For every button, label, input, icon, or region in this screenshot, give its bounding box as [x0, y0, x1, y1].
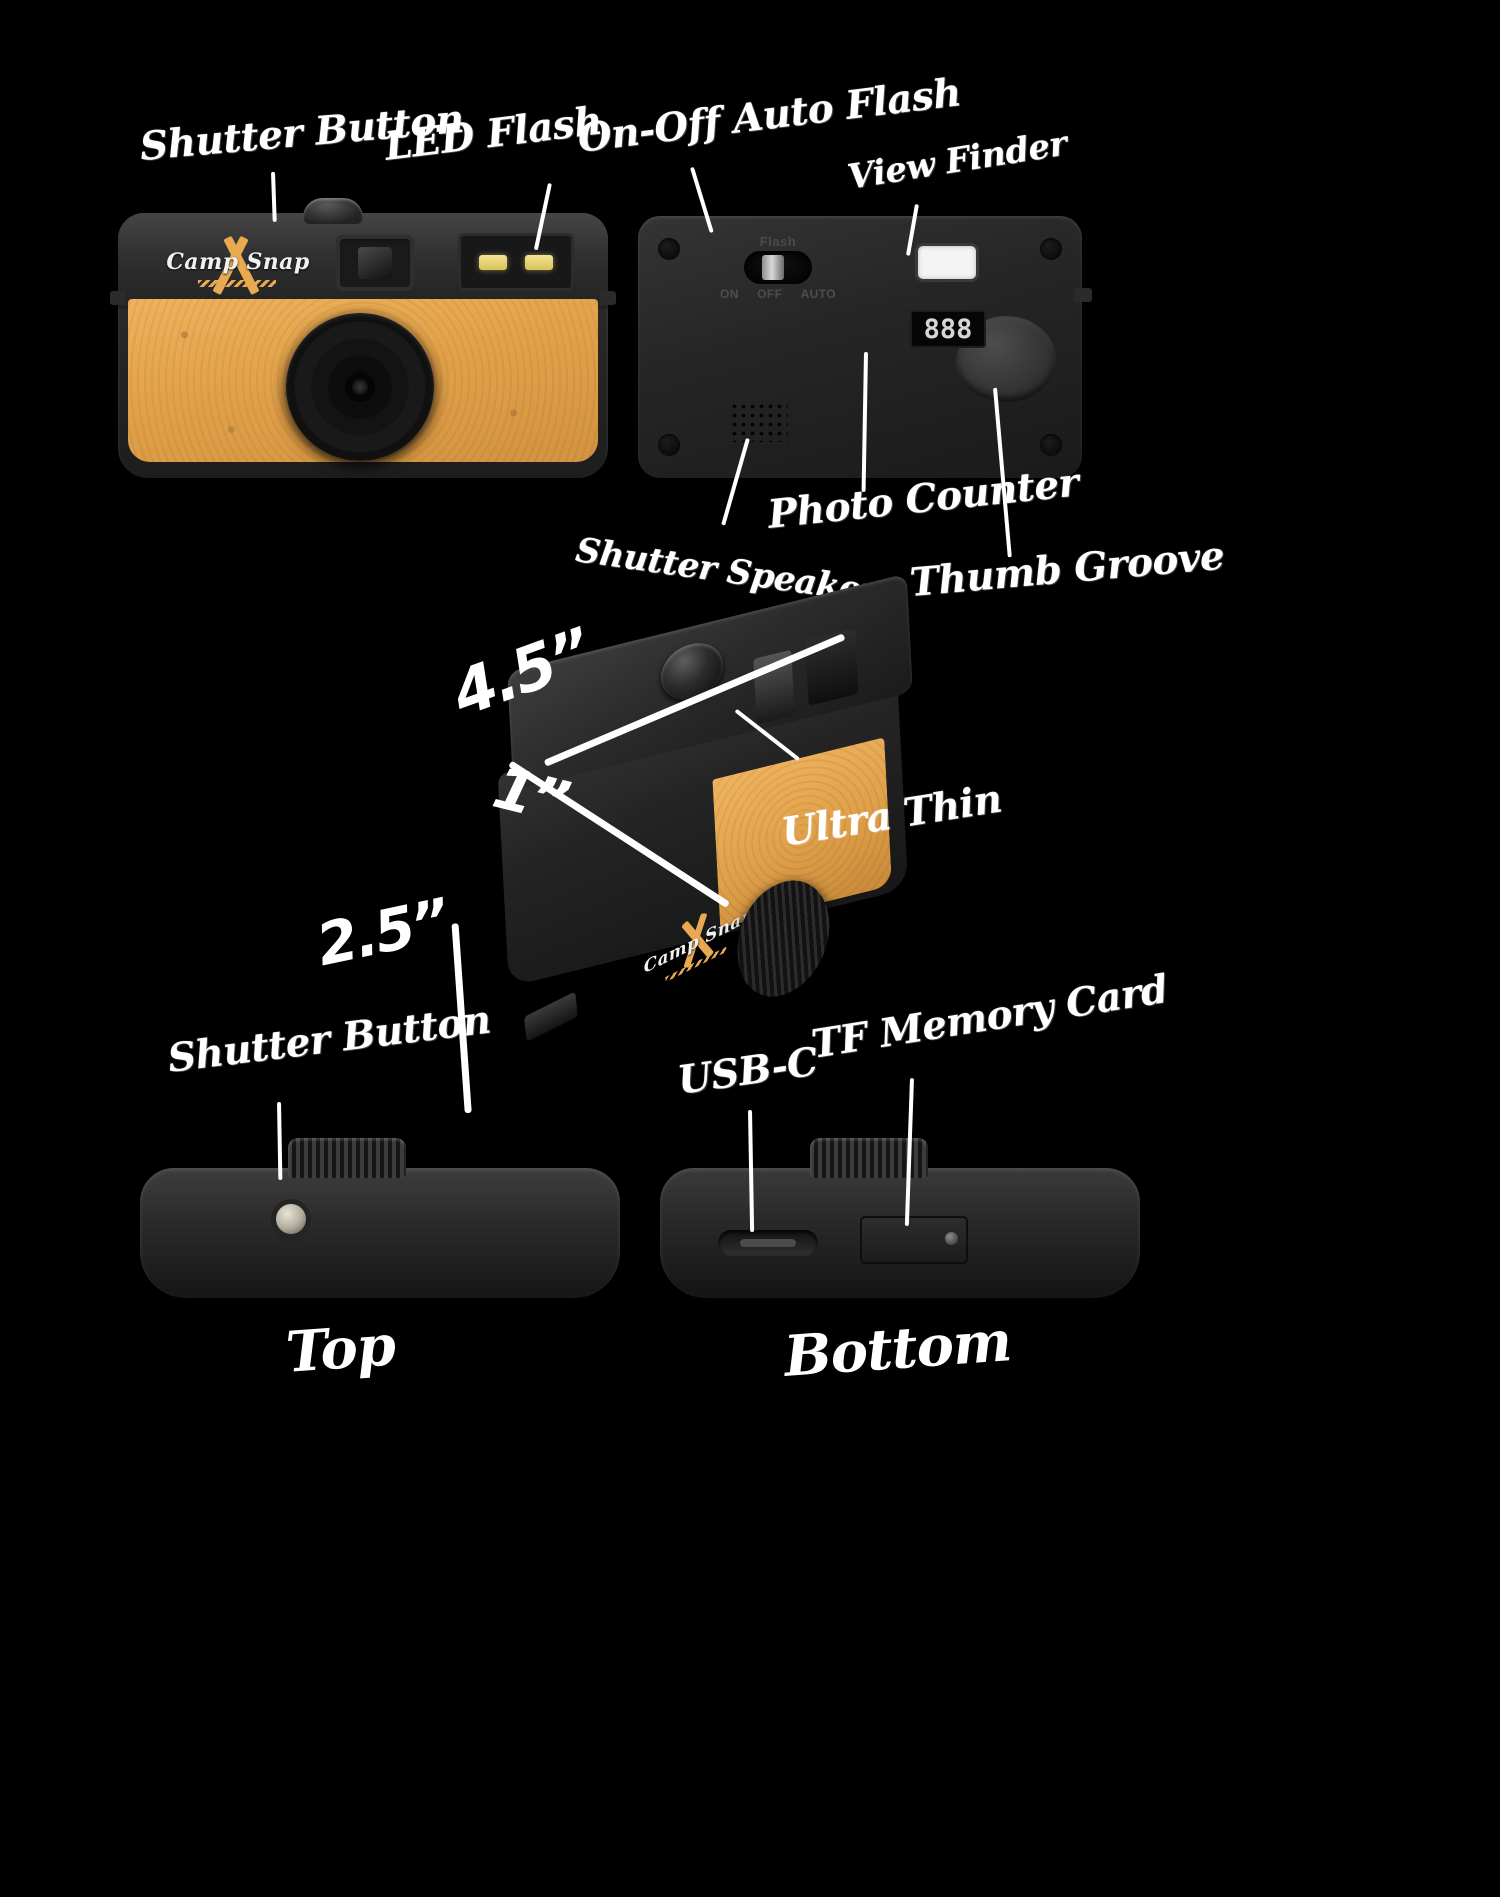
flash-switch-scale: ON OFF AUTO — [720, 287, 836, 301]
led-icon-right — [525, 254, 553, 270]
flash-switch-title: Flash — [759, 234, 797, 249]
bottom-body — [660, 1168, 1140, 1298]
viewfinder-window-back — [918, 246, 976, 279]
camera-back-view: Flash ON OFF AUTO 888 — [638, 216, 1092, 478]
iso-strap-lug — [523, 991, 578, 1042]
screw-icon-bottom-right — [1040, 434, 1062, 456]
callout-label-thumb-groove: Thumb Groove — [907, 532, 1227, 606]
zigzag-icon — [198, 280, 276, 287]
callout-label-usb-c: USB-C — [674, 1038, 821, 1104]
flash-switch-group[interactable]: Flash ON OFF AUTO — [720, 234, 836, 301]
back-body: Flash ON OFF AUTO 888 — [638, 216, 1092, 478]
brand-logo: Camp Snap — [158, 229, 318, 295]
callout-label-view-finder: View Finder — [844, 123, 1070, 198]
callout-label-shutter-button-top: Shutter Button — [165, 996, 493, 1082]
view-caption-top: Top — [283, 1312, 397, 1386]
led-flash-module — [458, 233, 574, 291]
switch-position-auto: AUTO — [800, 287, 836, 301]
top-shutter-button[interactable] — [276, 1204, 306, 1234]
camera-bottom-view — [660, 1138, 1140, 1298]
switch-position-off: OFF — [757, 287, 783, 301]
brand-logo-text: Camp Snap — [166, 249, 310, 275]
flash-switch-toggle[interactable] — [744, 251, 812, 284]
usb-c-port — [718, 1230, 818, 1256]
strap-lug-right — [600, 291, 616, 305]
tf-memory-card-slot — [860, 1216, 968, 1264]
shutter-speaker-grille — [730, 402, 788, 442]
photo-counter-display: 888 — [910, 310, 986, 348]
lens-barrel — [286, 313, 434, 461]
camera-front-view: Camp Snap — [110, 198, 616, 478]
top-advance-knob[interactable] — [288, 1138, 406, 1178]
top-body — [140, 1168, 620, 1298]
screw-icon-top-left — [658, 238, 680, 260]
front-body: Camp Snap — [110, 198, 616, 478]
led-icon-left — [479, 254, 507, 270]
switch-position-on: ON — [720, 287, 739, 301]
screw-icon-top-right — [1040, 238, 1062, 260]
strap-lug-left — [110, 291, 126, 305]
camera-top-view — [140, 1138, 620, 1298]
dimension-label-height: 2.5” — [310, 885, 455, 980]
leader-line-shutter-button-front — [271, 171, 277, 222]
strap-lug-back-right — [1074, 288, 1092, 302]
screw-icon-bottom-left — [658, 434, 680, 456]
viewfinder-window-front — [336, 235, 414, 291]
shutter-button-icon[interactable] — [303, 198, 363, 224]
leader-line-shutter-button-top — [277, 1101, 283, 1180]
view-caption-bottom: Bottom — [781, 1308, 1014, 1390]
photo-counter-value: 888 — [923, 313, 973, 345]
